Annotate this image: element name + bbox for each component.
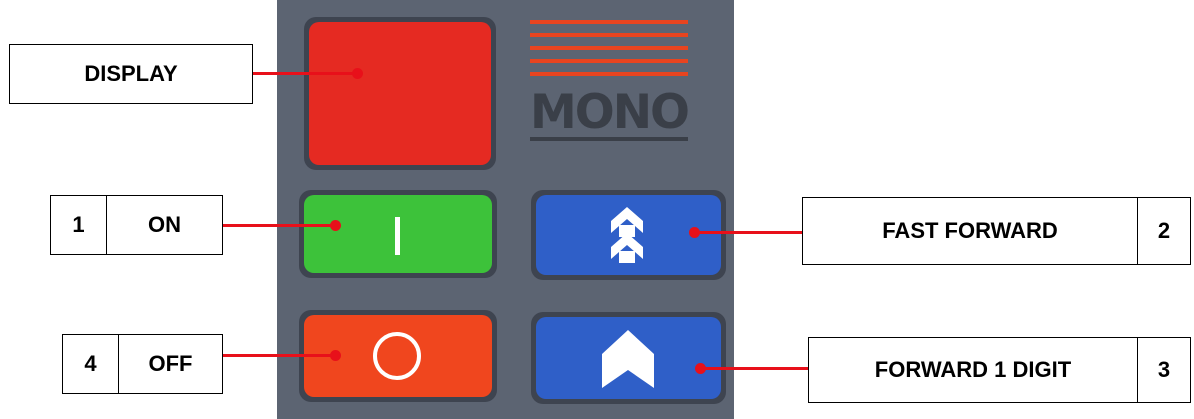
fast-forward-connector-dot bbox=[689, 227, 700, 238]
forward-1-digit-key[interactable] bbox=[536, 317, 721, 399]
fast-forward-connector bbox=[695, 231, 802, 234]
off-connector bbox=[223, 354, 335, 357]
forward-1-digit-label: FORWARD 1 DIGIT 3 bbox=[808, 337, 1191, 403]
logo-underline bbox=[530, 137, 688, 141]
on-label-number: 1 bbox=[72, 212, 85, 237]
display-label: DISPLAY bbox=[9, 44, 253, 104]
power-off-circle-icon bbox=[373, 332, 421, 380]
display-connector bbox=[253, 72, 358, 75]
on-label: 1 ON bbox=[50, 195, 223, 255]
single-arrow-up-icon bbox=[602, 330, 654, 388]
logo-stripe bbox=[530, 72, 688, 76]
on-connector bbox=[223, 224, 335, 227]
logo-stripe bbox=[530, 20, 688, 24]
logo-stripe bbox=[530, 46, 688, 50]
power-on-bar-icon bbox=[395, 217, 400, 255]
logo-stripe bbox=[530, 59, 688, 63]
off-connector-dot bbox=[330, 350, 341, 361]
on-key[interactable] bbox=[304, 195, 492, 273]
fast-forward-label-number: 2 bbox=[1137, 198, 1190, 264]
logo-stripe bbox=[530, 33, 688, 37]
forward-1-digit-label-text: FORWARD 1 DIGIT bbox=[874, 357, 1072, 382]
double-chevron-up-icon bbox=[611, 207, 643, 263]
forward-1-digit-label-number: 3 bbox=[1137, 338, 1190, 402]
off-label-number: 4 bbox=[84, 351, 97, 376]
on-label-text: ON bbox=[106, 196, 222, 254]
forward-1-digit-connector bbox=[701, 367, 808, 370]
display-connector-dot bbox=[352, 68, 363, 79]
on-connector-dot bbox=[330, 220, 341, 231]
off-label: 4 OFF bbox=[62, 334, 223, 394]
fast-forward-label-text: FAST FORWARD bbox=[882, 218, 1058, 243]
off-label-text: OFF bbox=[118, 335, 222, 393]
fast-forward-label: FAST FORWARD 2 bbox=[802, 197, 1191, 265]
brand-name: MONO bbox=[529, 85, 690, 140]
display-key[interactable] bbox=[309, 22, 491, 165]
forward-1-digit-connector-dot bbox=[695, 363, 706, 374]
display-label-text: DISPLAY bbox=[84, 61, 178, 86]
